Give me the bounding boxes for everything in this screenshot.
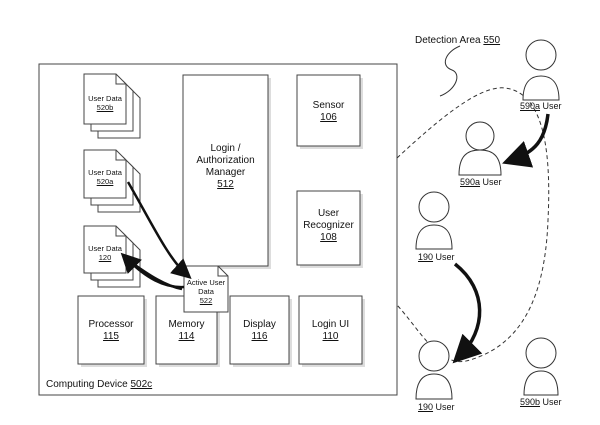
user-590a-mid-label: 590a User xyxy=(460,177,502,187)
login-ui-label: Login UI 110 xyxy=(299,319,362,343)
user-590a-top-icon xyxy=(522,39,560,101)
sensor-box xyxy=(296,74,363,149)
active-user-data-doc xyxy=(183,265,229,313)
user-590a-top-text: User xyxy=(540,101,562,111)
user-590a-mid-text: User xyxy=(480,177,502,187)
user-recognizer-num: 108 xyxy=(320,232,337,243)
user-data-520b-num: 520b xyxy=(96,103,114,112)
memory-label: Memory 114 xyxy=(156,319,217,343)
user-movement-arrow-190 xyxy=(452,262,483,364)
sensor-text: Sensor xyxy=(312,100,345,111)
login-ui-num: 110 xyxy=(322,331,339,342)
processor-num: 115 xyxy=(103,331,119,342)
user-190-mid-icon xyxy=(415,191,453,250)
display-box xyxy=(229,295,292,367)
user-data-120-label: User Data 120 xyxy=(84,244,126,262)
user-data-120-text: User Data xyxy=(88,244,122,253)
login-manager-box xyxy=(182,74,271,269)
user-190-mid-text: User xyxy=(433,252,455,262)
user-recognizer-box xyxy=(296,190,363,268)
document-stack-120 xyxy=(83,225,141,288)
user-590b-num: 590b xyxy=(520,397,541,407)
user-data-520a-label: User Data 520a xyxy=(84,168,126,186)
user-590a-mid-icon xyxy=(458,121,502,176)
user-data-120-num: 120 xyxy=(98,253,112,262)
login-ui-box xyxy=(298,295,365,367)
detection-area-text: Detection Area xyxy=(415,35,484,46)
detection-area-num: 550 xyxy=(483,35,501,46)
user-190-bottom-icon xyxy=(415,340,453,400)
user-data-520b-text: User Data xyxy=(88,94,122,103)
login-manager-label: Login / Authorization Manager 512 xyxy=(188,143,263,191)
arrow-120-to-active xyxy=(127,258,183,291)
user-190-mid-num: 190 xyxy=(418,252,434,262)
document-stack-520a xyxy=(83,149,141,213)
detection-area-label: Detection Area 550 xyxy=(415,35,500,47)
memory-num: 114 xyxy=(178,331,195,342)
detection-area-region xyxy=(396,87,550,363)
login-ui-text: Login UI xyxy=(311,319,350,330)
login-manager-text: Login / Authorization Manager xyxy=(196,143,255,178)
display-text: Display xyxy=(243,319,276,330)
user-recognizer-label: User Recognizer 108 xyxy=(297,208,360,244)
user-590a-top-num: 590a xyxy=(520,101,541,111)
user-190-bottom-label: 190 User xyxy=(418,402,455,412)
user-data-520a-text: User Data xyxy=(88,168,122,177)
memory-text: Memory xyxy=(168,319,205,330)
active-user-data-text: Active User Data xyxy=(186,278,226,296)
user-590b-icon xyxy=(523,337,559,396)
active-user-data-num: 522 xyxy=(199,296,213,305)
processor-box xyxy=(77,295,147,367)
user-data-520a-num: 520a xyxy=(96,177,114,186)
computing-device-label: Computing Device 502c xyxy=(46,379,152,391)
document-stack-520b xyxy=(83,73,141,139)
sensor-label: Sensor 106 xyxy=(297,100,360,124)
processor-text: Processor xyxy=(88,319,134,330)
arrow-520a-to-active xyxy=(126,181,192,279)
processor-label: Processor 115 xyxy=(78,319,144,343)
active-user-data-label: Active User Data 522 xyxy=(184,278,228,305)
user-590b-label: 590b User xyxy=(520,397,562,407)
detection-area-leader xyxy=(439,45,461,97)
sensor-num: 106 xyxy=(320,112,337,123)
display-num: 116 xyxy=(251,331,268,342)
user-590a-mid-num: 590a xyxy=(460,177,481,187)
display-label: Display 116 xyxy=(230,319,289,343)
computing-device-text: Computing Device xyxy=(46,379,131,390)
user-190-mid-label: 190 User xyxy=(418,252,455,262)
user-190-bottom-num: 190 xyxy=(418,402,434,412)
user-190-bottom-text: User xyxy=(433,402,455,412)
user-590a-top-label: 590a User xyxy=(520,101,562,111)
user-data-520b-label: User Data 520b xyxy=(84,94,126,112)
user-movement-arrow-590a xyxy=(502,113,550,168)
user-recognizer-text: User Recognizer xyxy=(303,208,354,231)
computing-device-num: 502c xyxy=(130,379,153,390)
login-manager-num: 512 xyxy=(217,179,234,190)
user-590b-text: User xyxy=(540,397,562,407)
